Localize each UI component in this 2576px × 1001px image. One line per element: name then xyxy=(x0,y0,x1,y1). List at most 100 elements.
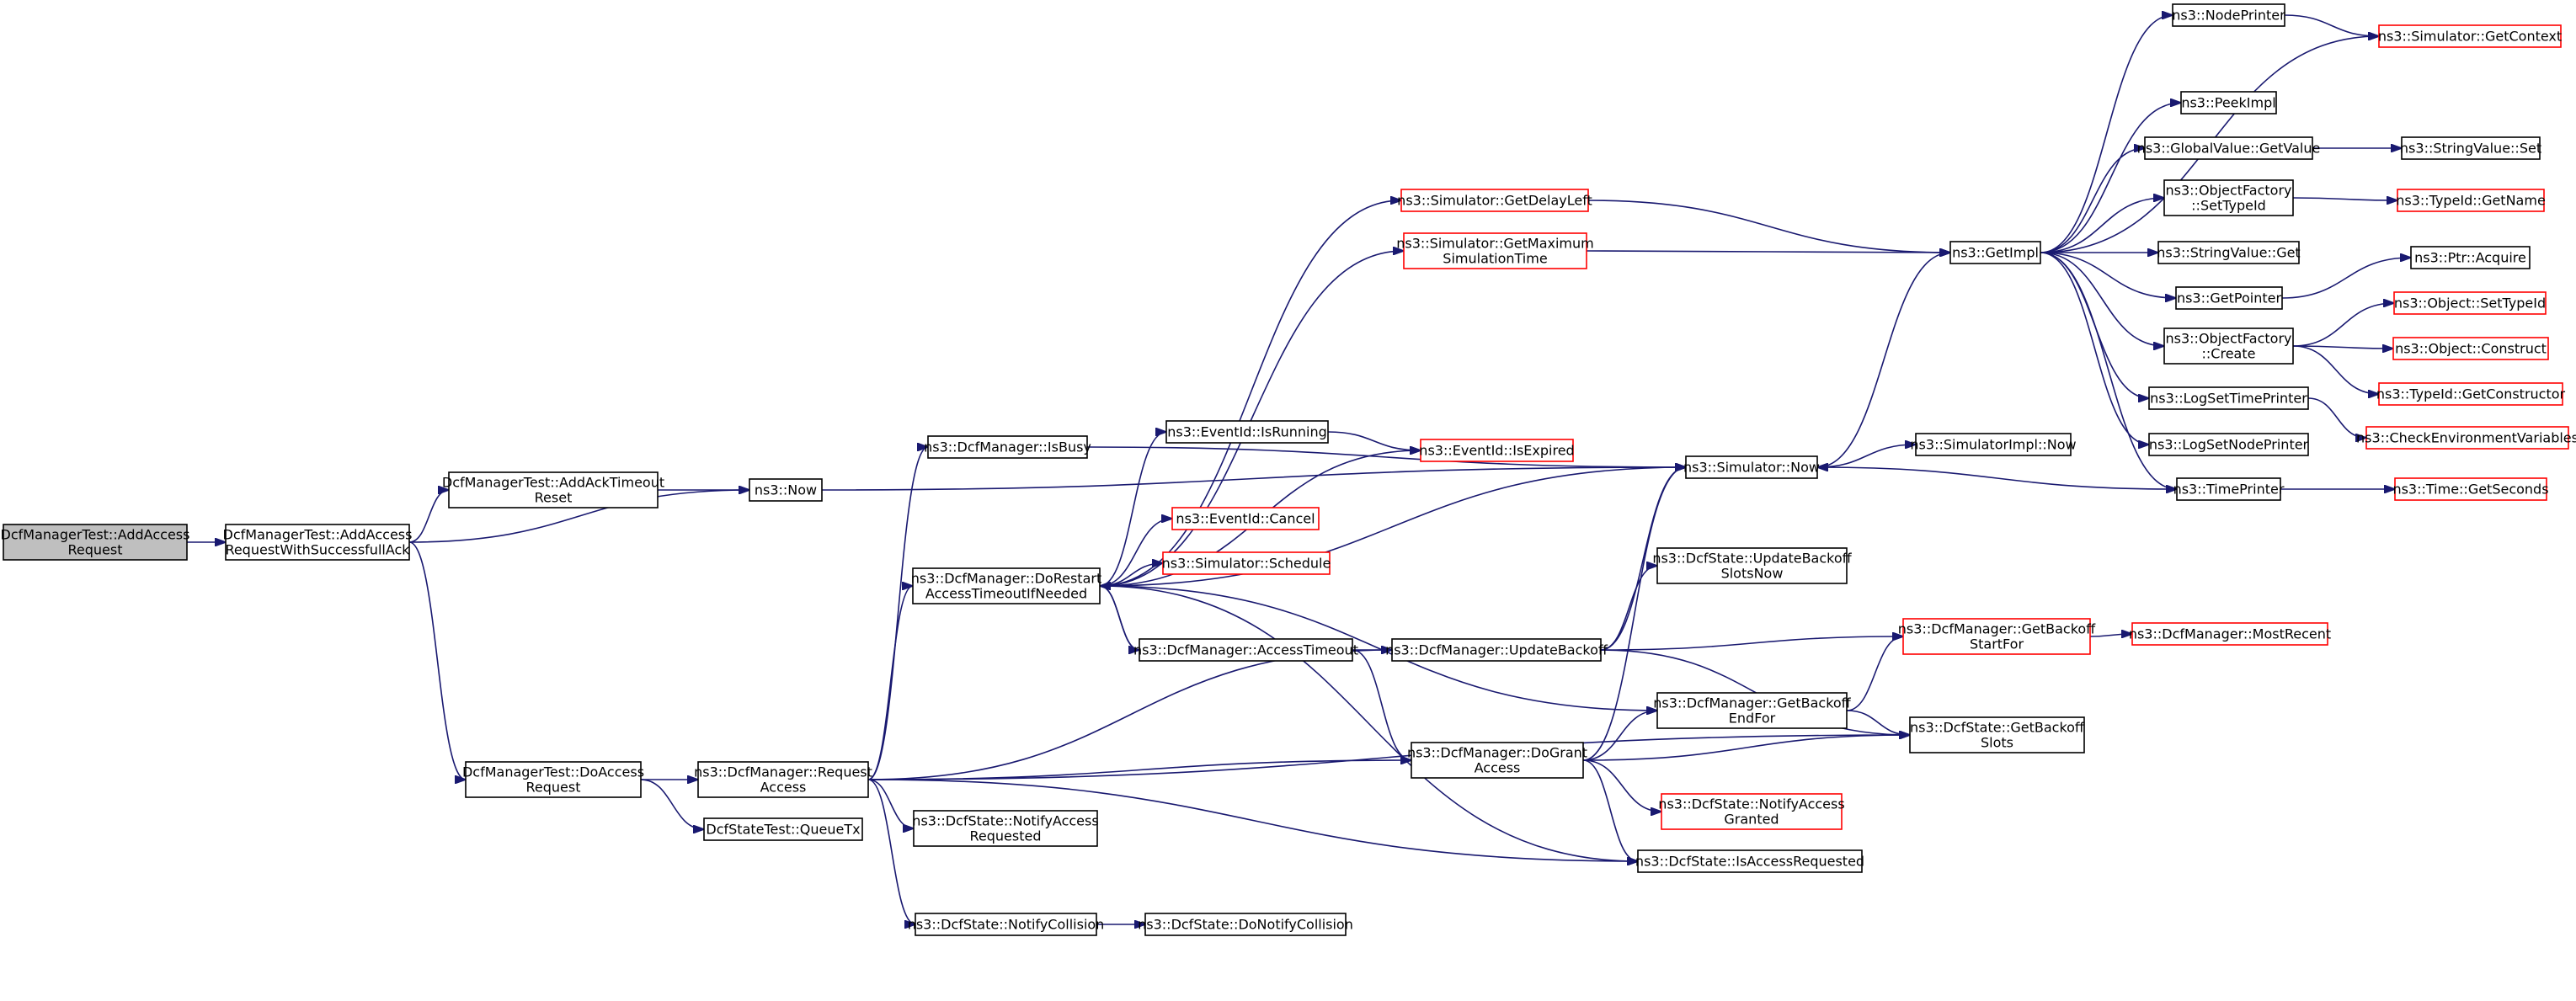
node-box[interactable] xyxy=(912,567,1101,604)
node-box[interactable] xyxy=(913,810,1098,847)
node-simNow[interactable]: ns3::Simulator::Now xyxy=(1683,455,1820,479)
node-box[interactable] xyxy=(697,761,869,798)
node-box[interactable] xyxy=(465,761,642,798)
node-box[interactable] xyxy=(448,471,659,508)
node-box[interactable] xyxy=(1685,455,1818,479)
node-objSetTypeId[interactable]: ns3::Object::SetTypeId xyxy=(2393,291,2547,315)
node-simGetContext[interactable]: ns3::Simulator::GetContext xyxy=(2378,24,2562,48)
node-box[interactable] xyxy=(1171,507,1320,530)
node-box[interactable] xyxy=(2172,3,2285,27)
node-box[interactable] xyxy=(2401,136,2541,160)
node-box[interactable] xyxy=(2378,24,2562,48)
node-logSetTimePrinter[interactable]: ns3::LogSetTimePrinter xyxy=(2148,386,2309,410)
node-queueTx[interactable]: DcfStateTest::QueueTx xyxy=(703,817,863,841)
node-box[interactable] xyxy=(2176,477,2281,501)
node-updateBackoff[interactable]: ns3::DcfManager::UpdateBackoff xyxy=(1385,638,1608,662)
node-box[interactable] xyxy=(3,524,188,561)
node-box[interactable] xyxy=(1403,232,1587,269)
node-box[interactable] xyxy=(703,817,863,841)
node-box[interactable] xyxy=(1165,420,1329,444)
node-typeIdGetName[interactable]: ns3::TypeId::GetName xyxy=(2396,189,2546,212)
node-isAccessRequested[interactable]: ns3::DcfState::IsAccessRequested xyxy=(1635,849,1864,873)
node-box[interactable] xyxy=(1656,547,1848,584)
node-globalGetValue[interactable]: ns3::GlobalValue::GetValue xyxy=(2137,136,2321,160)
node-box[interactable] xyxy=(1391,638,1602,662)
node-box[interactable] xyxy=(927,435,1088,459)
node-box[interactable] xyxy=(2157,241,2300,264)
node-box[interactable] xyxy=(2365,426,2569,450)
node-box[interactable] xyxy=(1656,692,1848,729)
node-box[interactable] xyxy=(2175,286,2283,310)
node-logSetNodePrinter[interactable]: ns3::LogSetNodePrinter xyxy=(2148,433,2309,456)
node-peekImpl[interactable]: ns3::PeekImpl xyxy=(2180,91,2277,114)
node-box[interactable] xyxy=(2144,136,2313,160)
node-box[interactable] xyxy=(1902,618,2091,655)
node-accessTimeout[interactable]: ns3::DcfManager::AccessTimeout xyxy=(1133,638,1358,662)
node-box[interactable] xyxy=(1420,439,1574,462)
node-stringValueSet[interactable]: ns3::StringValue::Set xyxy=(2400,136,2541,160)
node-box[interactable] xyxy=(2148,433,2309,456)
node-ofCreate[interactable]: ns3::ObjectFactory::Create xyxy=(2163,327,2294,365)
node-box[interactable] xyxy=(1637,849,1863,873)
node-eventCancel[interactable]: ns3::EventId::Cancel xyxy=(1171,507,1320,530)
node-box[interactable] xyxy=(1909,716,2085,753)
node-addAccessAck[interactable]: DcfManagerTest::AddAccessRequestWithSucc… xyxy=(223,524,413,561)
node-timePrinter[interactable]: ns3::TimePrinter xyxy=(2173,477,2285,501)
node-box[interactable] xyxy=(225,524,410,561)
node-checkEnvVars[interactable]: ns3::CheckEnvironmentVariables xyxy=(2356,426,2576,450)
node-doRestart[interactable]: ns3::DcfManager::DoRestartAccessTimeoutI… xyxy=(911,567,1101,604)
node-box[interactable] xyxy=(2180,91,2277,114)
node-simSchedule[interactable]: ns3::Simulator::Schedule xyxy=(1162,551,1331,575)
node-box[interactable] xyxy=(2163,327,2294,365)
node-notifyCollision[interactable]: ns3::DcfState::NotifyCollision xyxy=(908,913,1105,936)
node-objConstruct[interactable]: ns3::Object::Construct xyxy=(2392,337,2549,360)
node-box[interactable] xyxy=(1162,551,1331,575)
node-box[interactable] xyxy=(2394,477,2547,501)
node-ptrAcquire[interactable]: ns3::Ptr::Acquire xyxy=(2410,246,2531,269)
node-box[interactable] xyxy=(2148,386,2309,410)
node-box[interactable] xyxy=(2163,179,2294,216)
node-getImpl[interactable]: ns3::GetImpl xyxy=(1949,241,2041,264)
node-box[interactable] xyxy=(749,478,823,502)
node-box[interactable] xyxy=(1949,241,2041,264)
node-mostRecent[interactable]: ns3::DcfManager::MostRecent xyxy=(2129,622,2331,646)
node-box[interactable] xyxy=(1661,793,1843,830)
node-eventIsRunning[interactable]: ns3::EventId::IsRunning xyxy=(1165,420,1329,444)
node-box[interactable] xyxy=(2392,337,2549,360)
node-doNotifyCollision[interactable]: ns3::DcfState::DoNotifyCollision xyxy=(1138,913,1353,936)
node-ofSetTypeId[interactable]: ns3::ObjectFactory::SetTypeId xyxy=(2163,179,2294,216)
node-isBusy[interactable]: ns3::DcfManager::IsBusy xyxy=(924,435,1091,459)
node-stringValueGet[interactable]: ns3::StringValue::Get xyxy=(2157,241,2301,264)
node-box[interactable] xyxy=(1915,433,2072,456)
node-getPointer[interactable]: ns3::GetPointer xyxy=(2175,286,2283,310)
node-box[interactable] xyxy=(1411,742,1584,779)
node-timeGetSeconds[interactable]: ns3::Time::GetSeconds xyxy=(2392,477,2549,501)
node-box[interactable] xyxy=(2131,622,2328,646)
node-box[interactable] xyxy=(915,913,1097,936)
node-box[interactable] xyxy=(2410,246,2531,269)
node-nodePrinter[interactable]: ns3::NodePrinter xyxy=(2172,3,2285,27)
node-box[interactable] xyxy=(1139,638,1353,662)
node-typeIdGetConstructor[interactable]: ns3::TypeId::GetConstructor xyxy=(2376,382,2566,406)
node-eventIsExpired[interactable]: ns3::EventId::IsExpired xyxy=(1419,439,1575,462)
node-box[interactable] xyxy=(1400,189,1589,212)
node-ns3Now[interactable]: ns3::Now xyxy=(749,478,823,502)
node-box[interactable] xyxy=(2397,189,2545,212)
node-getDelayLeft[interactable]: ns3::Simulator::GetDelayLeft xyxy=(1397,189,1592,212)
node-box[interactable] xyxy=(2393,291,2547,315)
node-box[interactable] xyxy=(1144,913,1347,936)
node-simImplNow[interactable]: ns3::SimulatorImpl::Now xyxy=(1910,433,2077,456)
node-box[interactable] xyxy=(2378,382,2563,406)
